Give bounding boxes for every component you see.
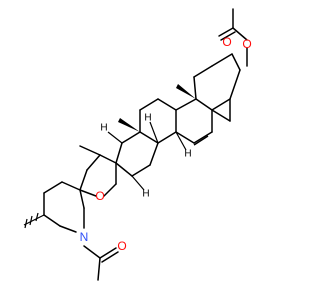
ring-a-bond — [211, 109, 231, 122]
ester-carbonyl-oxygen-label: O — [222, 35, 231, 49]
ring-d-bond — [115, 142, 123, 164]
ring-c-bond — [157, 131, 177, 144]
n-acetyl-methyl-bond — [97, 257, 101, 281]
ester-oxygen-label: O — [242, 37, 251, 51]
ring-a-bond — [229, 69, 241, 100]
acetate-carbonyl-bond-a — [218, 27, 234, 37]
ring-f — [43, 181, 85, 233]
ring-d — [115, 131, 159, 177]
ring-f-bond — [43, 214, 61, 227]
ring-b-bond — [193, 131, 213, 144]
h-hash — [131, 175, 145, 191]
h-hash — [149, 121, 159, 144]
hydrogen-label: H — [144, 113, 151, 124]
n-acetyl-carbonyl-bond-a — [99, 247, 117, 259]
stereo-hydrogen-bonds — [107, 121, 187, 191]
hydrogen-label: H — [100, 123, 107, 134]
methyl-hash — [23, 214, 45, 226]
ring-e — [79, 154, 117, 197]
methyl-wedge — [118, 118, 140, 132]
ring-b — [175, 98, 213, 146]
ring-f-bond — [43, 181, 63, 194]
ring-a-bond — [211, 98, 231, 111]
n-acetyl-group — [83, 245, 119, 281]
ring-a-bond — [231, 53, 241, 71]
hash-stroke — [29, 215, 33, 226]
ring-c — [139, 98, 177, 144]
ring-b-bond — [175, 131, 195, 144]
ring-e-bond — [86, 154, 101, 171]
h-hash — [175, 131, 187, 151]
ring-a-bond — [211, 53, 233, 67]
amine-nitrogen-label: N — [80, 230, 89, 244]
ring-f-bond — [61, 181, 81, 191]
ring-oxygen-label: O — [95, 189, 104, 203]
ring-d-bond — [131, 164, 151, 177]
ring-f-bond — [59, 225, 77, 233]
ring-d-bond — [121, 131, 141, 144]
ring-a — [193, 53, 241, 122]
methyl-bond — [79, 145, 101, 156]
atom-labels: O O O O N H H H H — [80, 35, 252, 253]
amide-oxygen-label: O — [117, 239, 126, 253]
ring-a-bond — [195, 98, 213, 111]
ring-f-bond — [79, 189, 85, 209]
structure-diagram: O O O O N H H H H — [23, 8, 252, 281]
ring-c-bond — [157, 98, 177, 111]
ring-a-bond — [193, 76, 197, 100]
ring-c-bond — [139, 131, 159, 144]
hash-stroke — [35, 212, 39, 222]
molecule-canvas: O O O O N H H H H — [23, 8, 252, 281]
acetate-carbonyl-bond-b — [220, 31, 236, 41]
acetate-group — [218, 8, 248, 67]
ring-d-bond — [149, 142, 159, 166]
ring-e-bond — [103, 183, 117, 197]
hash-stroke — [24, 218, 28, 229]
ring-a-bond — [193, 65, 213, 78]
n-acetyl-carbonyl-bond-b — [101, 251, 119, 263]
ring-c-bond — [139, 98, 159, 111]
ring-e-bond — [99, 154, 117, 164]
acetate-oc-bond — [232, 27, 248, 41]
ring-e-bond — [79, 169, 88, 191]
ring-d-bond — [115, 162, 133, 177]
ring-e-bond — [79, 189, 97, 197]
ring-b-bond — [175, 98, 197, 111]
hydrogen-label: H — [142, 189, 149, 200]
hydrogen-label: H — [184, 149, 191, 160]
ring-b-double-bond — [193, 135, 209, 146]
h-hash — [107, 131, 123, 144]
methyl-groups — [23, 84, 196, 229]
n-acetyl-bond — [83, 245, 101, 259]
methyl-wedge — [176, 84, 196, 99]
